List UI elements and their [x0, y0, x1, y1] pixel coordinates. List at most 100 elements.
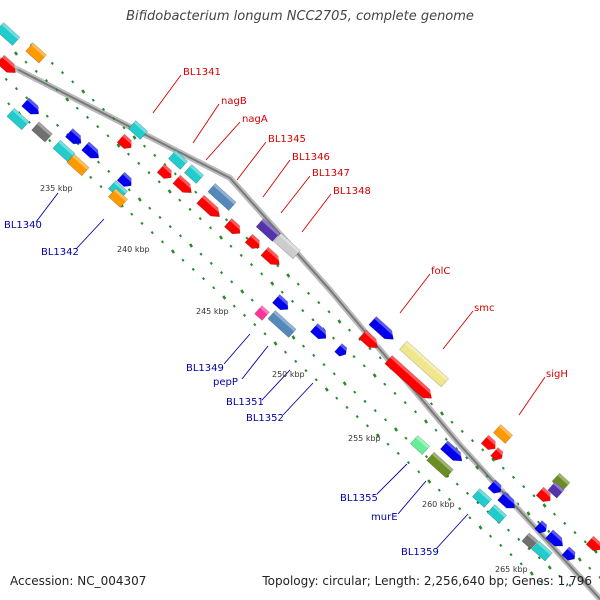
gene-feature[interactable]	[480, 434, 499, 453]
gene-box[interactable]	[127, 120, 149, 140]
gene-box[interactable]	[534, 520, 550, 536]
gene-feature[interactable]	[409, 435, 431, 455]
gene-feature[interactable]	[267, 310, 297, 338]
gene-label-naga[interactable]: nagA	[242, 114, 268, 125]
gene-box[interactable]	[480, 434, 499, 453]
gene-feature[interactable]	[254, 305, 270, 321]
gene-label-bl1348[interactable]: BL1348	[333, 186, 371, 197]
gene-label-bl1346[interactable]: BL1346	[292, 152, 330, 163]
gene-feature[interactable]	[521, 532, 539, 550]
gene-feature[interactable]	[0, 22, 21, 46]
gene-box[interactable]	[547, 481, 565, 499]
gene-feature[interactable]	[486, 504, 508, 524]
gene-box[interactable]	[497, 491, 519, 512]
gene-feature[interactable]	[535, 486, 554, 505]
gene-box[interactable]	[439, 440, 465, 465]
gene-feature[interactable]	[207, 183, 237, 211]
gene-box[interactable]	[490, 447, 506, 463]
gene-box[interactable]	[156, 163, 175, 182]
gene-feature[interactable]	[368, 316, 398, 344]
gene-box[interactable]	[64, 128, 84, 148]
gene-label-bl1352[interactable]: BL1352	[246, 413, 284, 424]
gene-box[interactable]	[244, 233, 263, 252]
gene-feature[interactable]	[81, 141, 103, 162]
gene-feature[interactable]	[31, 121, 53, 143]
gene-feature[interactable]	[531, 540, 553, 562]
gene-box[interactable]	[334, 343, 350, 359]
gene-box[interactable]	[471, 488, 493, 508]
gene-box[interactable]	[384, 355, 435, 403]
gene-feature[interactable]	[492, 424, 514, 444]
gene-box[interactable]	[358, 329, 381, 352]
gene-feature[interactable]	[127, 120, 149, 140]
gene-label-pepp[interactable]: pepP	[213, 377, 238, 388]
gene-box[interactable]	[260, 246, 283, 269]
gene-box[interactable]	[254, 305, 270, 321]
gene-box[interactable]	[207, 183, 237, 211]
gene-feature[interactable]	[107, 188, 129, 208]
gene-box[interactable]	[561, 546, 578, 563]
gene-box[interactable]	[223, 218, 243, 238]
gene-feature[interactable]	[358, 329, 382, 352]
gene-box[interactable]	[81, 141, 103, 162]
gene-label-bl1347[interactable]: BL1347	[312, 168, 350, 179]
gene-feature[interactable]	[561, 546, 579, 563]
gene-box[interactable]	[535, 486, 554, 505]
gene-box[interactable]	[409, 435, 431, 455]
gene-feature[interactable]	[0, 54, 20, 77]
gene-feature[interactable]	[534, 520, 550, 536]
gene-feature[interactable]	[64, 128, 85, 148]
gene-box[interactable]	[167, 150, 189, 170]
gene-label-nagb[interactable]: nagB	[221, 96, 247, 107]
gene-label-bl1359[interactable]: BL1359	[401, 547, 439, 558]
gene-feature[interactable]	[490, 447, 506, 463]
gene-feature[interactable]	[156, 163, 175, 182]
gene-box[interactable]	[116, 133, 135, 152]
gene-box[interactable]	[172, 174, 195, 197]
gene-box[interactable]	[0, 22, 21, 46]
gene-box[interactable]	[0, 54, 19, 77]
gene-feature[interactable]	[25, 42, 47, 64]
gene-feature[interactable]	[271, 294, 292, 314]
gene-feature[interactable]	[497, 491, 519, 512]
gene-box[interactable]	[521, 532, 539, 550]
gene-feature[interactable]	[471, 488, 493, 508]
gene-feature[interactable]	[384, 355, 436, 403]
gene-box[interactable]	[66, 153, 90, 177]
gene-feature[interactable]	[399, 340, 449, 388]
gene-feature[interactable]	[273, 232, 301, 260]
gene-box[interactable]	[273, 232, 301, 260]
gene-label-bl1341[interactable]: BL1341	[183, 67, 221, 78]
gene-label-bl1355[interactable]: BL1355	[340, 493, 378, 504]
gene-feature[interactable]	[66, 153, 90, 177]
gene-feature[interactable]	[116, 133, 135, 152]
gene-feature[interactable]	[545, 529, 567, 550]
gene-box[interactable]	[255, 218, 281, 242]
gene-feature[interactable]	[167, 150, 189, 170]
gene-label-bl1340[interactable]: BL1340	[4, 220, 42, 231]
gene-box[interactable]	[107, 188, 129, 208]
gene-feature[interactable]	[260, 246, 284, 269]
gene-feature[interactable]	[21, 97, 43, 118]
gene-box[interactable]	[196, 194, 224, 221]
gene-feature[interactable]	[196, 194, 224, 221]
gene-label-mure[interactable]: murE	[371, 512, 398, 523]
gene-box[interactable]	[426, 451, 454, 479]
gene-feature[interactable]	[244, 233, 263, 252]
gene-label-bl1342[interactable]: BL1342	[41, 247, 79, 258]
gene-label-smc[interactable]: smc	[474, 303, 494, 314]
gene-box[interactable]	[271, 294, 291, 314]
gene-feature[interactable]	[426, 451, 454, 479]
gene-feature[interactable]	[6, 107, 30, 131]
gene-box[interactable]	[6, 107, 30, 131]
gene-feature[interactable]	[487, 479, 505, 496]
gene-box[interactable]	[585, 535, 600, 554]
gene-feature[interactable]	[309, 323, 330, 343]
gene-box[interactable]	[309, 323, 329, 343]
gene-box[interactable]	[368, 316, 397, 344]
gene-box[interactable]	[31, 121, 53, 143]
gene-box[interactable]	[487, 479, 504, 496]
gene-box[interactable]	[116, 171, 135, 190]
gene-label-bl1351[interactable]: BL1351	[226, 397, 264, 408]
gene-feature[interactable]	[255, 218, 281, 242]
